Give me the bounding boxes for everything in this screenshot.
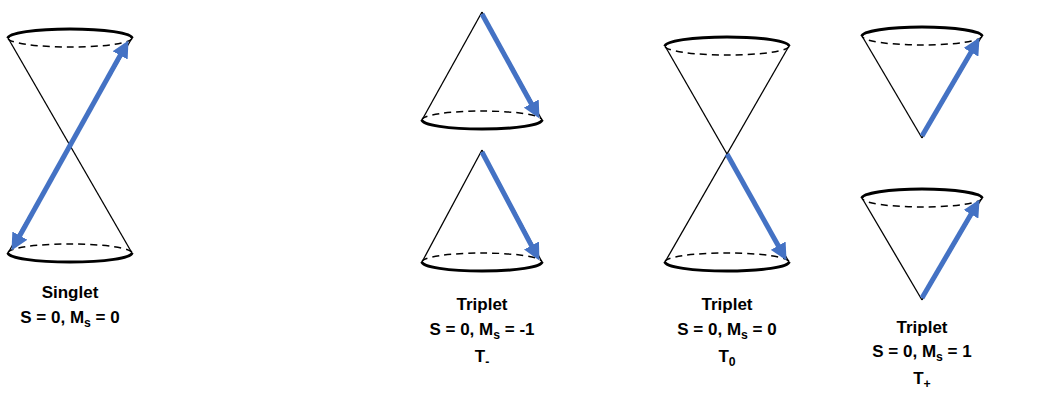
- triplet-zero-cones: [665, 37, 789, 271]
- state-label: S = 0, Ms = -1: [429, 320, 534, 341]
- spin-arrow: [922, 204, 977, 298]
- state-label: Singlet: [42, 283, 99, 303]
- state-label: T0: [718, 347, 735, 368]
- state-label: T+: [913, 369, 931, 390]
- state-label: S = 0, Ms = 0: [677, 320, 776, 341]
- spin-arrow: [727, 154, 784, 256]
- spin-arrow: [14, 45, 126, 246]
- state-label: Triplet: [701, 295, 752, 315]
- spin-arrow: [482, 14, 537, 114]
- spin-arrow: [482, 152, 537, 256]
- state-label: Triplet: [456, 295, 507, 315]
- spin-arrow: [922, 42, 977, 136]
- singlet-cones: [8, 29, 132, 262]
- state-label: S = 0, Ms = 0: [20, 308, 119, 329]
- state-label: S = 0, Ms = 1: [872, 342, 971, 363]
- state-label: T-: [475, 347, 489, 368]
- triplet-plus-cones: [862, 27, 982, 300]
- triplet-minus-cones: [422, 12, 542, 271]
- state-label: Triplet: [896, 318, 947, 338]
